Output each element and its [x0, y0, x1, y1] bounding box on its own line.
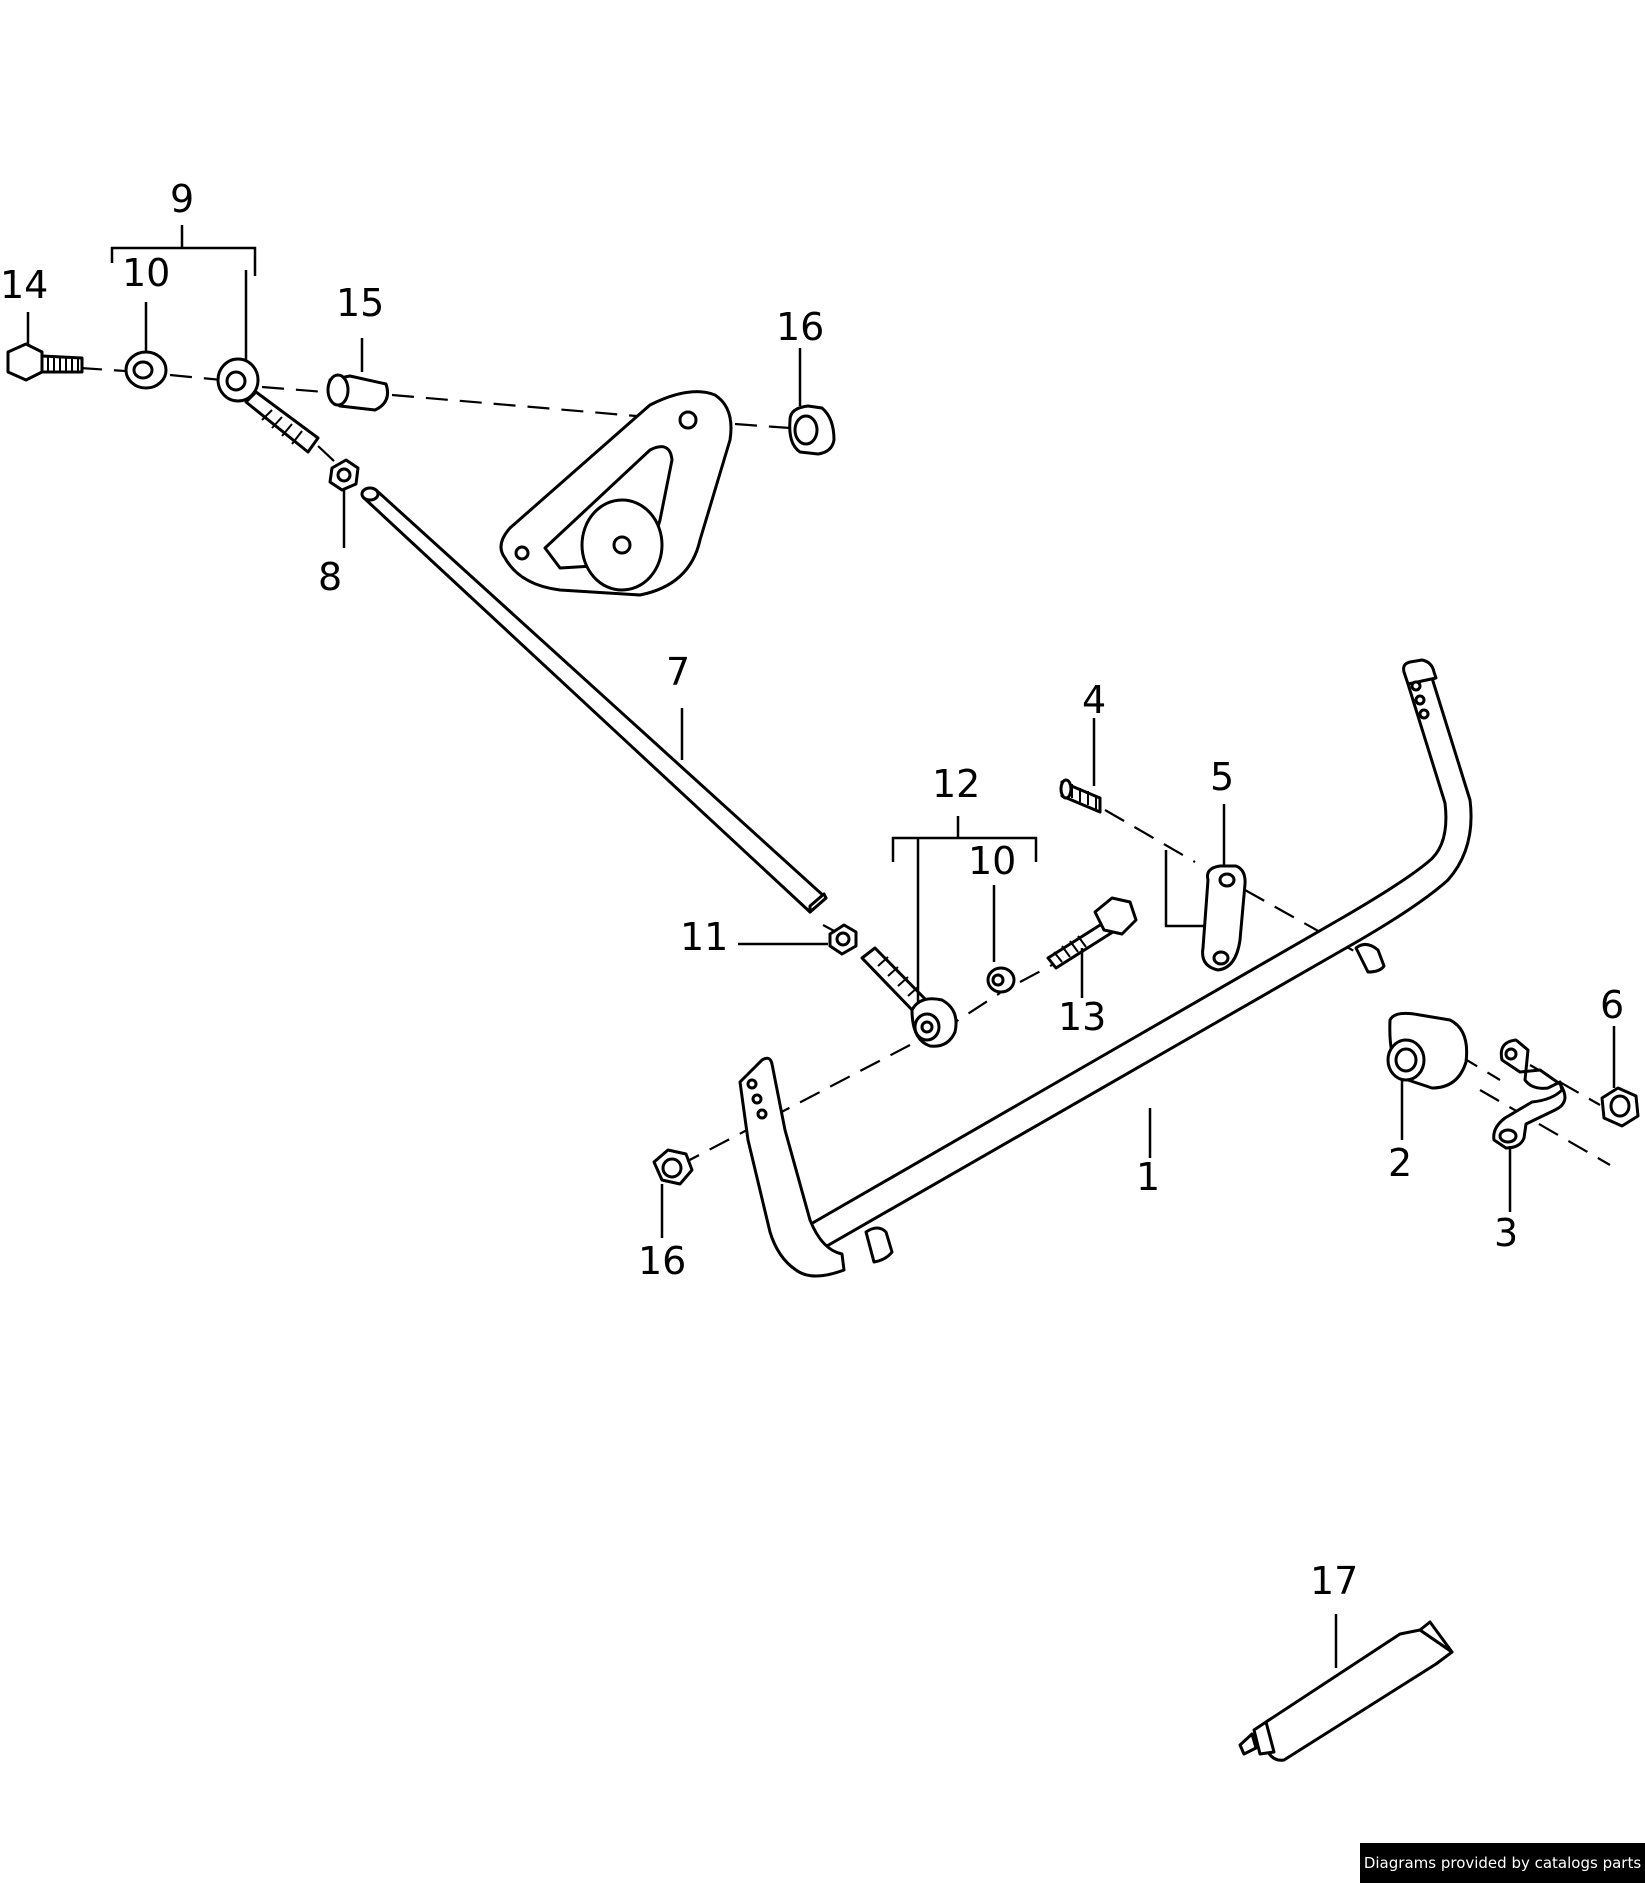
callout-17: 17 — [1310, 1559, 1358, 1603]
clamp-3 — [1492, 1038, 1567, 1150]
nut-16-bottom — [652, 1148, 694, 1186]
callout-2: 2 — [1388, 1141, 1412, 1185]
callout-15: 15 — [336, 281, 384, 325]
callout-6: 6 — [1600, 983, 1624, 1027]
nut-11 — [828, 923, 858, 956]
callout-3: 3 — [1494, 1211, 1518, 1255]
callout-13: 13 — [1058, 995, 1106, 1039]
callouts: 14 9 10 15 16 8 7 4 5 12 10 11 13 6 2 1 … — [0, 177, 1624, 1603]
bushing-2 — [1386, 1011, 1469, 1090]
callout-16-bottom: 16 — [638, 1239, 686, 1283]
leader-lines — [26, 225, 1616, 1668]
tube-7 — [360, 486, 828, 914]
callout-12: 12 — [932, 762, 980, 806]
stabilizer-bar-1 — [738, 658, 1473, 1278]
washer-10-top — [124, 350, 168, 390]
callout-10-mid: 10 — [968, 839, 1016, 883]
callout-16-top: 16 — [776, 305, 824, 349]
callout-8: 8 — [318, 555, 342, 599]
grease-tube-17 — [1238, 1620, 1454, 1762]
bushing-15 — [326, 373, 390, 412]
bolt-13 — [1046, 896, 1138, 970]
rod-end-12 — [860, 946, 958, 1048]
credit-banner: Diagrams provided by catalogs parts — [1360, 1843, 1645, 1883]
nut-8 — [328, 458, 360, 492]
bolt-14 — [6, 342, 84, 382]
assembly-lines — [79, 366, 1611, 1166]
rod-end-9 — [216, 357, 320, 454]
washer-10-mid — [986, 966, 1016, 994]
callout-11: 11 — [680, 915, 728, 959]
callout-1: 1 — [1136, 1155, 1160, 1199]
callout-9: 9 — [170, 177, 194, 221]
callout-4: 4 — [1082, 678, 1106, 722]
callout-5: 5 — [1210, 755, 1234, 799]
callout-10-top: 10 — [122, 251, 170, 295]
plate-5 — [1201, 864, 1247, 972]
bracket — [499, 390, 733, 597]
nut-16-top — [788, 404, 836, 456]
callout-7: 7 — [666, 650, 690, 694]
nut-6 — [1600, 1086, 1640, 1128]
stud-4 — [1059, 778, 1102, 814]
callout-14: 14 — [0, 263, 48, 307]
